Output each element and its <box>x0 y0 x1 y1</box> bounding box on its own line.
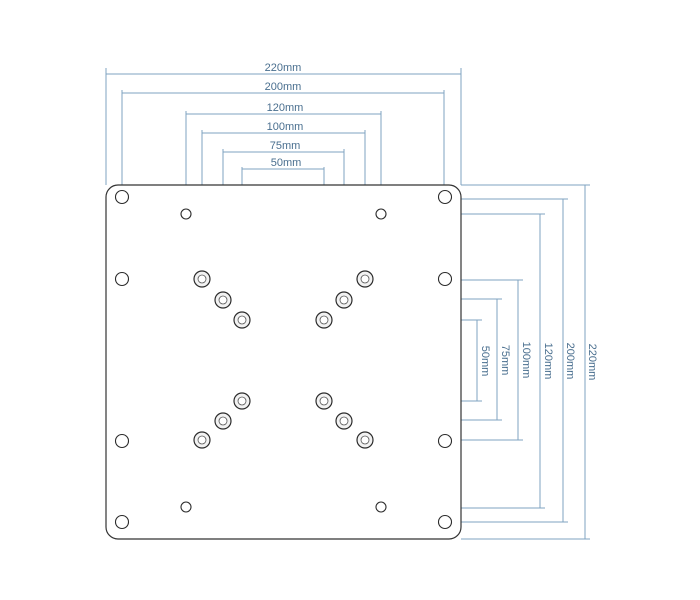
hole-side-left-upper <box>114 271 130 287</box>
dim-top-200-line <box>121 90 445 196</box>
hole-side-left-lower <box>114 433 130 449</box>
holes-75 <box>214 291 353 430</box>
dim-right-200-label: 200mm <box>564 343 576 380</box>
hole-120-bottom-left <box>180 501 192 513</box>
hole-120-bottom-right <box>375 501 387 513</box>
dim-right-50-label: 50mm <box>479 346 491 377</box>
hole-75-bottom-left-inner <box>218 416 228 426</box>
dim-right-200-line <box>450 198 568 523</box>
hole-200-top-left <box>114 189 130 205</box>
dim-top-120-label: 120mm <box>267 102 304 114</box>
side-holes <box>114 271 453 449</box>
hole-100-top-right-inner <box>360 274 370 284</box>
hole-100-bottom-right-inner <box>360 435 370 445</box>
mounting-plate <box>105 184 462 540</box>
dim-top-75-label: 75mm <box>270 140 301 152</box>
hole-100-bottom-left-inner <box>197 435 207 445</box>
right-dimension-labels: 50mm 75mm 100mm 120mm 200mm 220mm <box>479 342 598 381</box>
hole-200-bottom-right <box>437 514 453 530</box>
hole-120-top-right <box>375 208 387 220</box>
dim-right-120-label: 120mm <box>542 343 554 380</box>
hole-75-bottom-right-inner <box>339 416 349 426</box>
dim-top-220-line <box>105 68 462 185</box>
hole-200-top-right <box>437 189 453 205</box>
holes-50 <box>233 311 333 410</box>
hole-75-top-right-inner <box>339 295 349 305</box>
hole-50-top-right-inner <box>319 315 329 325</box>
hole-50-top-left-inner <box>237 315 247 325</box>
dim-right-220-line <box>461 184 590 540</box>
dim-right-220-label: 220mm <box>586 344 598 381</box>
corner-holes <box>114 189 453 530</box>
hole-200-bottom-left <box>114 514 130 530</box>
dim-top-220-label: 220mm <box>265 62 302 74</box>
dim-top-50-label: 50mm <box>271 157 302 169</box>
holes-120 <box>180 208 387 513</box>
hole-100-top-left-inner <box>197 274 207 284</box>
dim-right-100-label: 100mm <box>520 342 532 379</box>
hole-75-top-left-inner <box>218 295 228 305</box>
top-dimension-labels: 220mm 200mm 120mm 100mm 75mm 50mm <box>265 62 304 169</box>
hole-side-right-lower <box>437 433 453 449</box>
hole-50-bottom-right-inner <box>319 396 329 406</box>
dim-right-100-line <box>452 279 523 441</box>
holes-100 <box>193 270 374 449</box>
dim-top-200-label: 200mm <box>265 81 302 93</box>
hole-50-bottom-left-inner <box>237 396 247 406</box>
dim-top-100-label: 100mm <box>267 121 304 133</box>
dim-right-75-label: 75mm <box>499 345 511 376</box>
hole-side-right-upper <box>437 271 453 287</box>
hole-120-top-left <box>180 208 192 220</box>
